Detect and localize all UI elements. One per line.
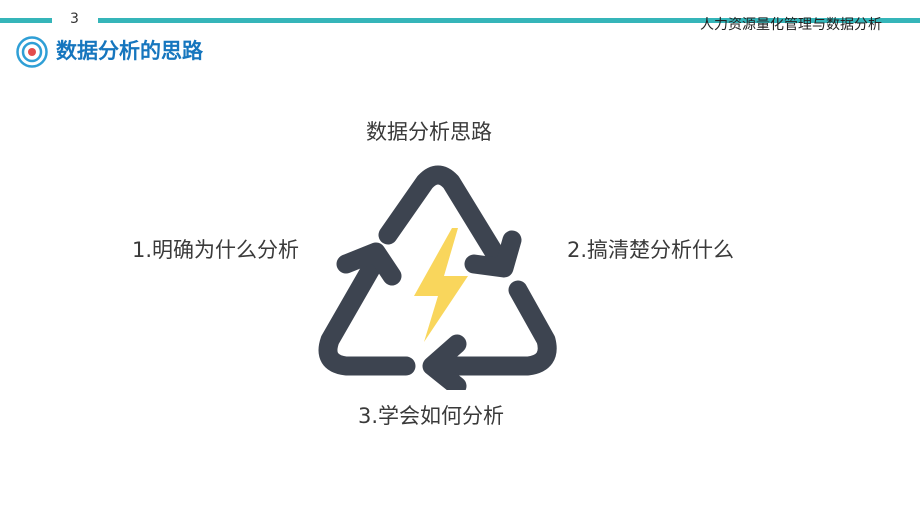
lightning-bolt-icon (414, 228, 468, 342)
step-1-label: 1.明确为什么分析 (132, 238, 300, 262)
cycle-arrow-left (318, 250, 416, 376)
target-icon (16, 36, 48, 68)
recycle-lightning-icon (318, 165, 557, 390)
cycle-arrow-right (430, 280, 557, 376)
cycle-arrow-right-head (422, 334, 467, 390)
cycle-arrow-left-head (336, 242, 402, 286)
document-title: 人力资源量化管理与数据分析 (700, 17, 882, 33)
cycle-arrow-top (378, 165, 510, 272)
diagram-title: 数据分析思路 (366, 120, 492, 144)
page-number: 3 (70, 11, 79, 27)
step-2-label: 2.搞清楚分析什么 (567, 238, 735, 262)
section-heading: 数据分析的思路 (56, 39, 203, 63)
header-accent-bar-right (98, 18, 920, 23)
step-3-label: 3.学会如何分析 (358, 404, 505, 428)
cycle-arrow-top-head (464, 230, 522, 278)
header-accent-bar-left (0, 18, 52, 23)
